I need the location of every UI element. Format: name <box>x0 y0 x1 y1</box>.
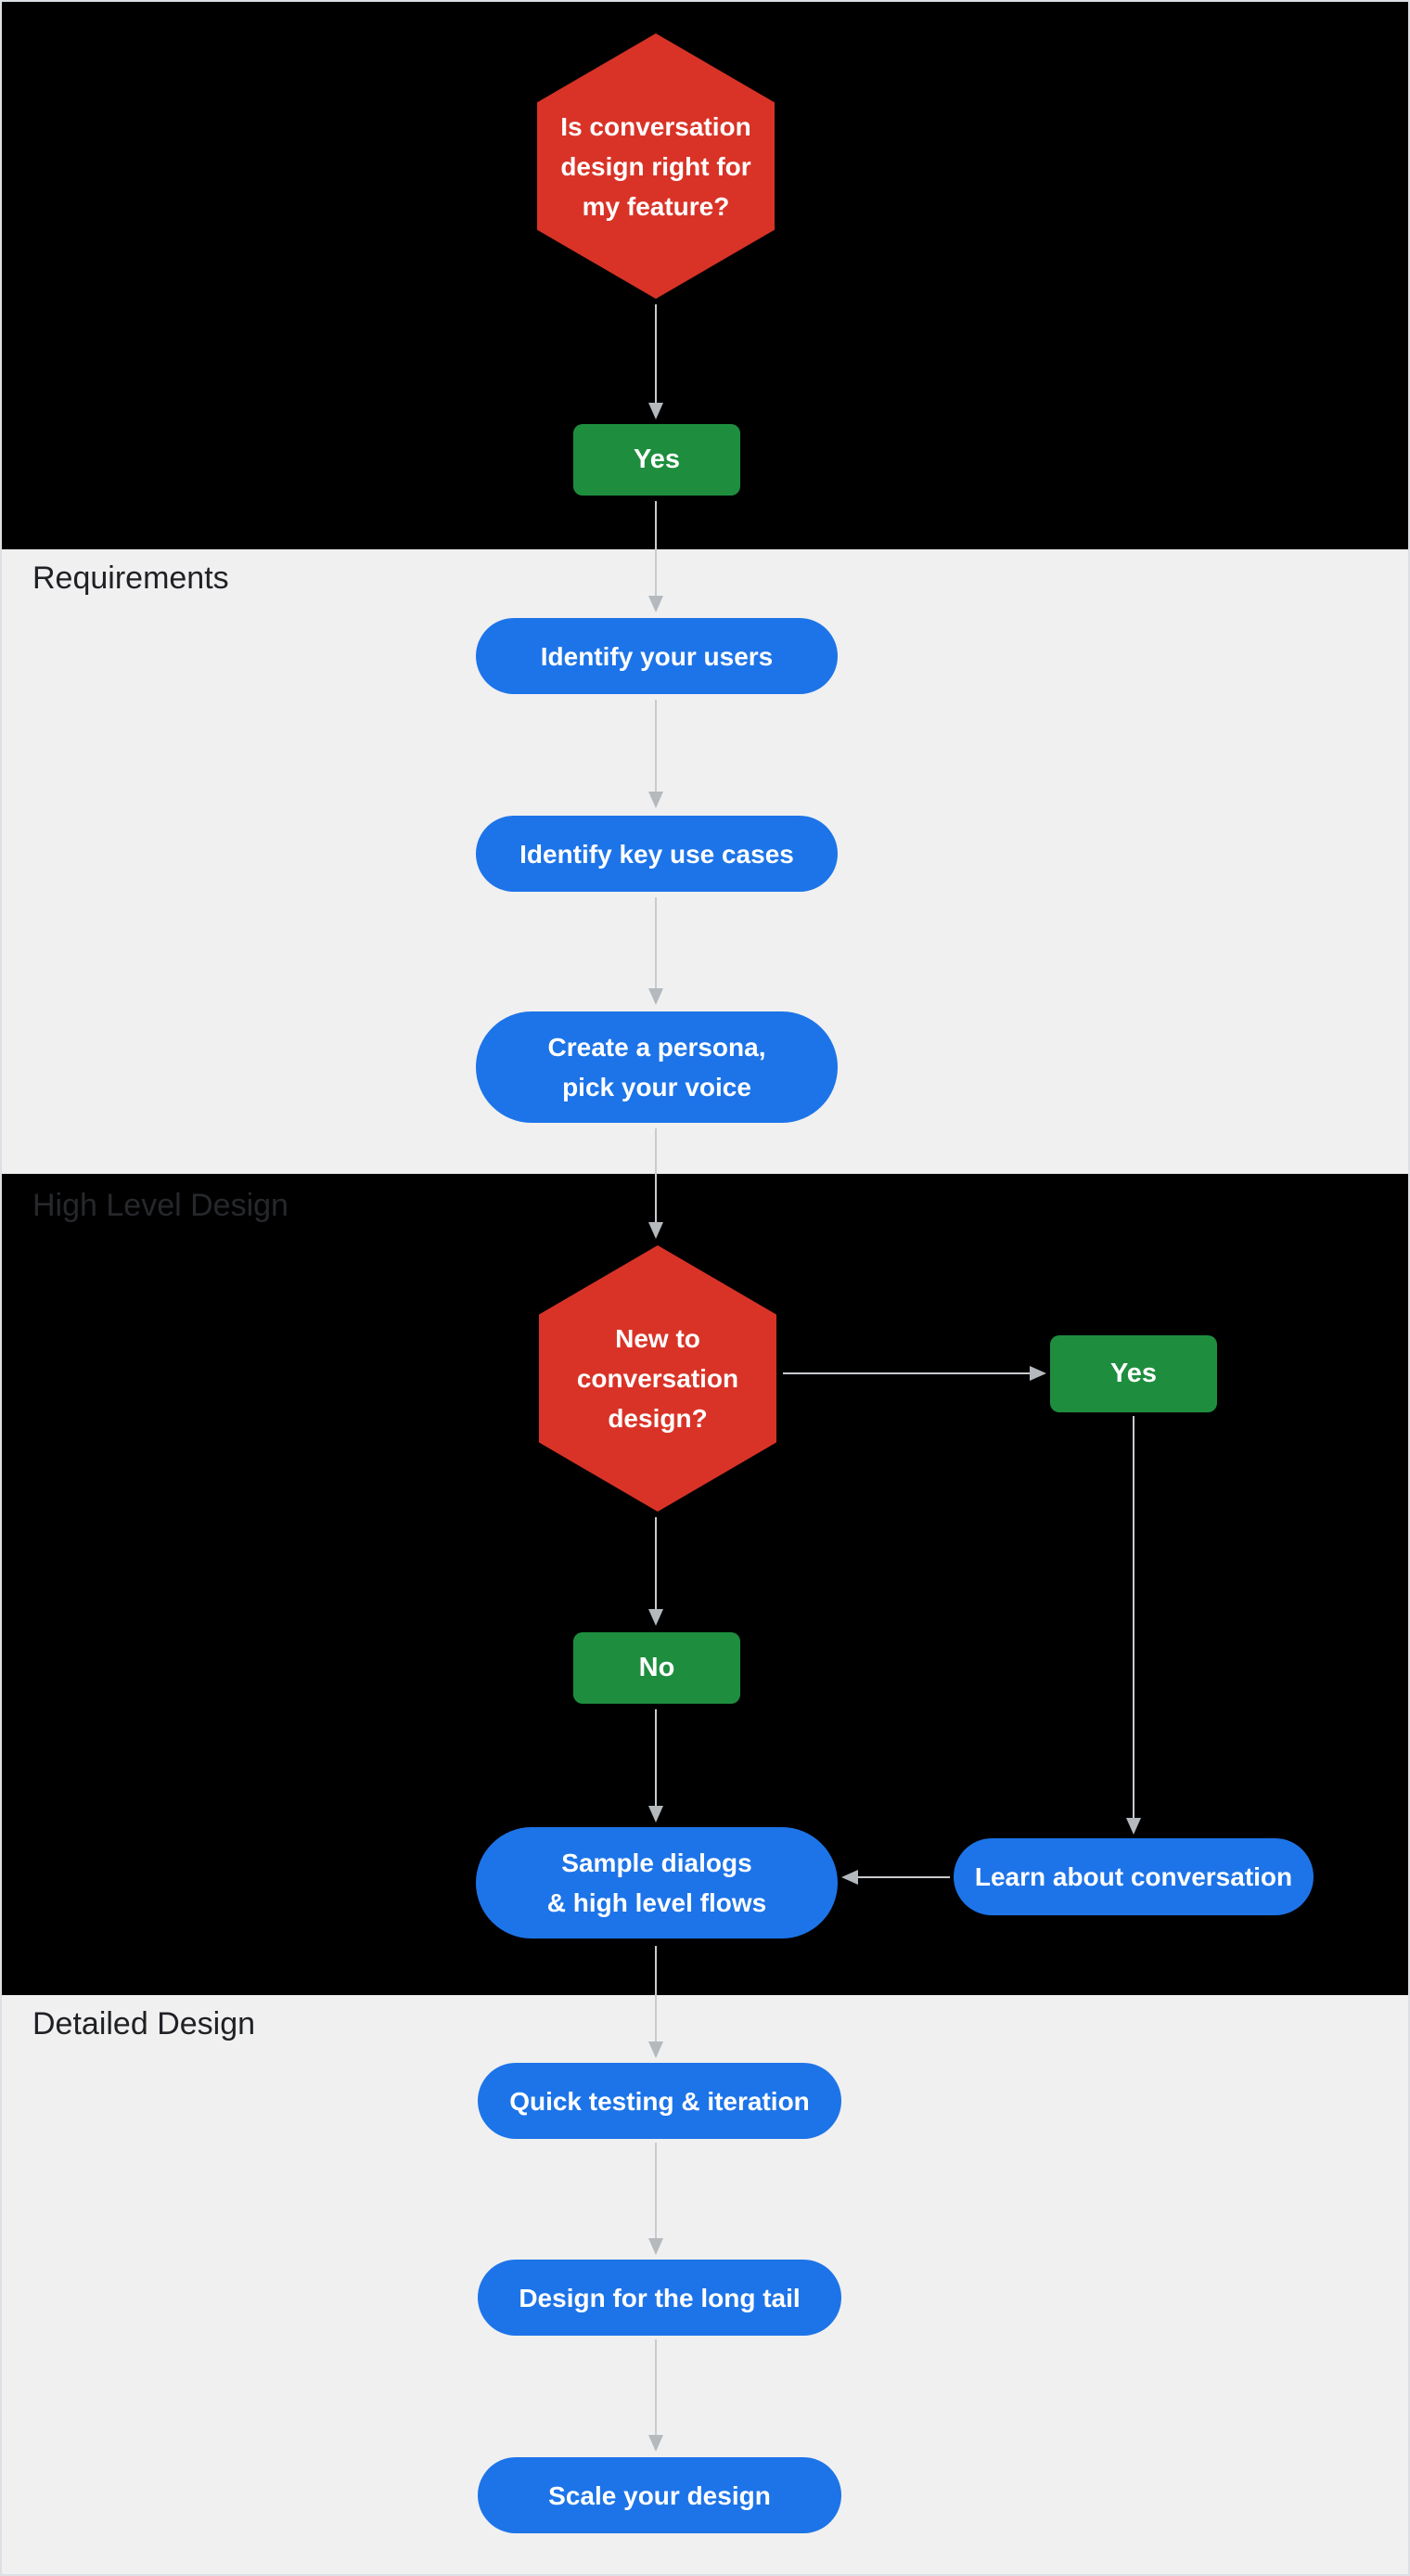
node-label: Identify key use cases <box>519 839 794 869</box>
section-label-requirements: Requirements <box>32 560 229 596</box>
node-label: Yes <box>634 444 680 474</box>
section-label-detailed-design: Detailed Design <box>32 2006 256 2041</box>
arrow-yes-to-learn <box>1126 1416 1141 1835</box>
arrow-yes-to-identify-users <box>648 501 663 612</box>
node-yes-1: Yes <box>573 424 740 496</box>
node-label: Is conversation <box>560 111 751 141</box>
node-identify-your-users: Identify your users <box>476 618 838 694</box>
node-design-for-long-tail: Design for the long tail <box>478 2260 841 2336</box>
node-label: my feature? <box>582 191 730 221</box>
arrow-to-long-tail <box>648 2143 663 2255</box>
node-sample-dialogs-high-level-flows: Sample dialogs & high level flows <box>476 1827 838 1938</box>
node-label: conversation <box>576 1364 739 1393</box>
arrow-to-new-to-cd <box>648 1128 663 1239</box>
section-label-high-level-design: High Level Design <box>32 1188 288 1223</box>
node-label: Identify your users <box>540 641 774 671</box>
node-label: Design for the long tail <box>519 2283 801 2312</box>
node-identify-key-use-cases: Identify key use cases <box>476 816 838 892</box>
node-quick-testing-iteration: Quick testing & iteration <box>478 2063 841 2139</box>
node-label: pick your voice <box>562 1073 751 1101</box>
node-yes-2: Yes <box>1050 1335 1217 1412</box>
node-scale-your-design: Scale your design <box>478 2457 841 2533</box>
node-label: Scale your design <box>548 2480 771 2510</box>
node-label: & high level flows <box>546 1888 767 1917</box>
node-label: Create a persona, <box>547 1033 766 1062</box>
arrow-to-scale <box>648 2339 663 2452</box>
node-label: Quick testing & iteration <box>509 2086 810 2116</box>
node-label: Learn about conversation <box>974 1862 1293 1891</box>
arrow-learn-to-sample-dialogs <box>841 1870 950 1885</box>
node-label: Sample dialogs <box>561 1848 752 1877</box>
arrow-to-key-use-cases <box>648 700 663 808</box>
node-label: design right for <box>560 151 751 181</box>
node-create-persona-pick-voice: Create a persona, pick your voice <box>476 1011 838 1123</box>
arrow-q2-to-yes <box>783 1366 1046 1381</box>
arrow-q2-to-no <box>648 1517 663 1626</box>
arrow-to-create-persona <box>648 897 663 1005</box>
node-no: No <box>573 1632 740 1704</box>
node-label: Yes <box>1110 1359 1157 1388</box>
node-label: New to <box>615 1324 700 1353</box>
node-label: design? <box>608 1404 708 1433</box>
node-learn-about-conversation: Learn about conversation <box>954 1838 1314 1915</box>
arrow-to-quick-testing <box>648 1946 663 2058</box>
node-label: No <box>638 1653 675 1682</box>
arrow-q1-to-yes <box>648 304 663 419</box>
arrow-no-to-sample-dialogs <box>648 1709 663 1823</box>
